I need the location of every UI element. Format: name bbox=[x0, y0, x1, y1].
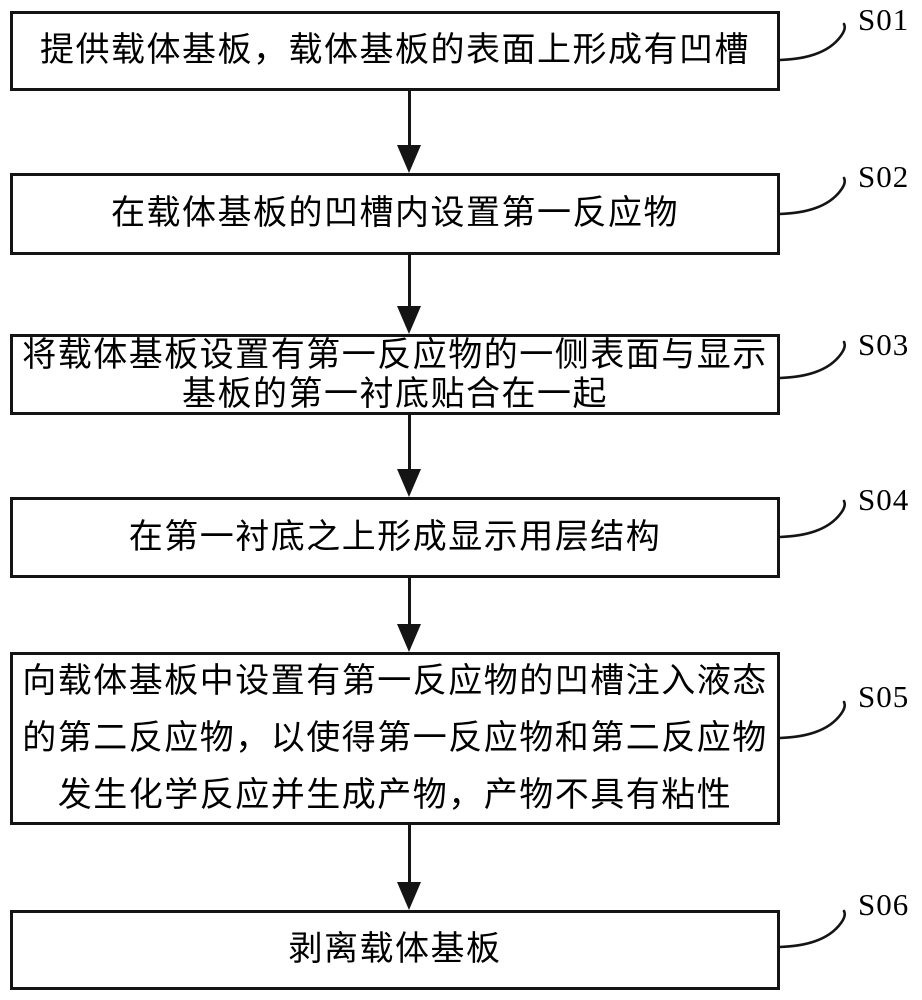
step-label-s06: S06 bbox=[858, 887, 910, 922]
arrow-down-icon bbox=[397, 469, 421, 497]
step-label-s01: S01 bbox=[858, 2, 910, 37]
flow-arrow-5 bbox=[397, 825, 421, 910]
step-box-s04: 在第一衬底之上形成显示用层结构 bbox=[10, 497, 780, 578]
step-label-s05: S05 bbox=[858, 679, 910, 714]
arrow-shaft bbox=[407, 578, 411, 628]
arrow-shaft bbox=[407, 91, 411, 149]
flow-arrow-2 bbox=[397, 255, 421, 334]
arrow-down-icon bbox=[397, 306, 421, 334]
step-box-s05: 向载体基板中设置有第一反应物的凹槽注入液态 的第二反应物，以使得第一反应物和第二… bbox=[10, 652, 780, 825]
step-label-s03: S03 bbox=[858, 327, 910, 362]
arrow-shaft bbox=[407, 415, 411, 473]
step-text-s02: 在载体基板的凹槽内设置第一反应物 bbox=[111, 195, 679, 232]
flow-arrow-3 bbox=[397, 415, 421, 497]
arrow-shaft bbox=[407, 255, 411, 310]
step-label-s04: S04 bbox=[858, 482, 910, 517]
leader-line-s06 bbox=[780, 909, 847, 949]
flow-arrow-1 bbox=[397, 91, 421, 173]
arrow-down-icon bbox=[397, 624, 421, 652]
step-text-s05-line2: 的第二反应物，以使得第一反应物和第二反应物 bbox=[22, 720, 768, 757]
step-box-s02: 在载体基板的凹槽内设置第一反应物 bbox=[10, 173, 780, 255]
arrow-down-icon bbox=[397, 145, 421, 173]
step-text-s06: 剥离载体基板 bbox=[288, 931, 502, 968]
step-box-s03: 将载体基板设置有第一反应物的一侧表面与显示 基板的第一衬底贴合在一起 bbox=[10, 334, 780, 415]
step-text-s01: 提供载体基板，载体基板的表面上形成有凹槽 bbox=[40, 32, 750, 69]
flow-arrow-4 bbox=[397, 578, 421, 652]
leader-line-s03 bbox=[780, 340, 847, 380]
step-text-s04: 在第一衬底之上形成显示用层结构 bbox=[128, 518, 662, 556]
step-text-s05-line1: 向载体基板中设置有第一反应物的凹槽注入液态 bbox=[22, 663, 768, 700]
step-text-s03-line2: 基板的第一衬底贴合在一起 bbox=[182, 375, 608, 413]
leader-line-s01 bbox=[780, 22, 847, 62]
step-box-s06: 剥离载体基板 bbox=[10, 910, 780, 990]
arrow-shaft bbox=[407, 825, 411, 886]
leader-line-s04 bbox=[780, 499, 847, 539]
step-label-s02: S02 bbox=[858, 159, 910, 194]
step-text-s05-line3: 发生化学反应并生成产物，产物不具有粘性 bbox=[57, 777, 733, 814]
step-text-s03-line1: 将载体基板设置有第一反应物的一侧表面与显示 bbox=[22, 336, 768, 374]
leader-line-s02 bbox=[780, 176, 847, 216]
leader-line-s05 bbox=[780, 700, 847, 740]
arrow-down-icon bbox=[397, 882, 421, 910]
step-box-s01: 提供载体基板，载体基板的表面上形成有凹槽 bbox=[10, 11, 780, 91]
